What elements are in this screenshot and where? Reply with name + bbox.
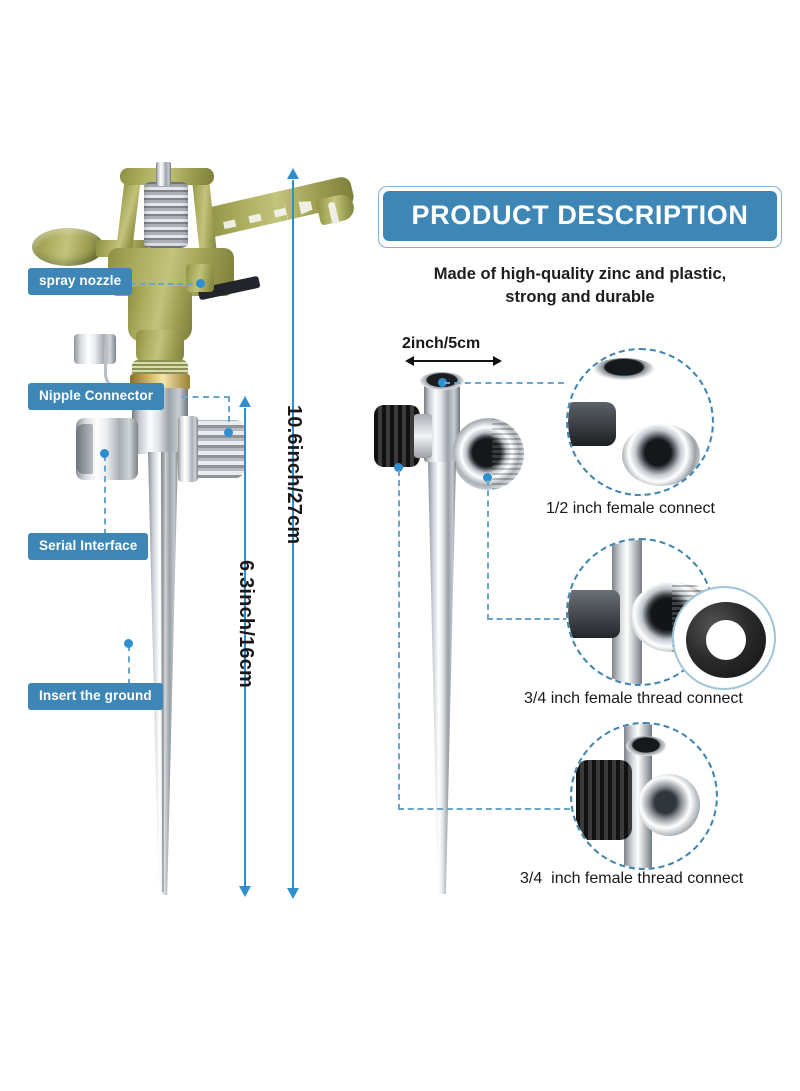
connector-spike bbox=[428, 462, 456, 894]
dimension-spike-height-text: 6.3inch/16cm bbox=[235, 560, 257, 689]
label-spray-nozzle: spray nozzle bbox=[28, 268, 133, 295]
leader-spray-nozzle bbox=[130, 283, 202, 285]
anchor-dot-serial bbox=[100, 449, 109, 458]
leader-insert-v bbox=[128, 645, 130, 685]
cap-chrome-collar bbox=[414, 414, 432, 458]
callout-1-photo bbox=[568, 350, 712, 494]
dimension-total-height-text: 10.6inch/27cm bbox=[283, 405, 305, 545]
leader-callout-2-h bbox=[487, 618, 569, 620]
label-nipple-connector: Nipple Connector bbox=[28, 383, 165, 410]
product-description-title: PRODUCT DESCRIPTION bbox=[383, 191, 777, 241]
deflector-paddle bbox=[32, 228, 104, 266]
subtitle-line-1: Made of high-quality zinc and plastic, bbox=[433, 265, 727, 283]
anchor-dot-knurled-cap bbox=[394, 463, 403, 472]
product-description-banner: PRODUCT DESCRIPTION bbox=[378, 186, 782, 248]
leader-callout-3-v bbox=[398, 470, 400, 810]
leader-callout-2-v bbox=[487, 480, 489, 620]
riser-spring-washer bbox=[132, 360, 188, 378]
callout-1-caption: 1/2 inch female connect bbox=[546, 500, 715, 517]
label-serial-interface: Serial Interface bbox=[28, 533, 149, 560]
side-port-right-collar bbox=[178, 416, 198, 482]
spike-center-rib bbox=[161, 452, 165, 892]
anchor-dot-top-opening bbox=[438, 378, 447, 387]
rubber-gasket-hole bbox=[706, 620, 746, 660]
anchor-dot-threaded-port bbox=[483, 473, 492, 482]
side-port-left-bore bbox=[76, 424, 93, 474]
anchor-dot-spray-nozzle bbox=[196, 279, 205, 288]
callout-3-circle bbox=[570, 722, 718, 870]
callout-3-photo bbox=[572, 724, 716, 868]
callout-1-circle bbox=[566, 348, 714, 496]
anchor-dot-insert bbox=[124, 639, 133, 648]
leader-callout-3-h bbox=[398, 808, 570, 810]
anchor-dot-nipple bbox=[224, 428, 233, 437]
leader-callout-1 bbox=[444, 382, 564, 384]
label-insert-the-ground: Insert the ground bbox=[28, 683, 163, 710]
width-measurement-text: 2inch/5cm bbox=[402, 335, 481, 352]
product-subtitle: Made of high-quality zinc and plastic, s… bbox=[378, 263, 782, 309]
callout-3-caption: 3/4 inch female thread connect bbox=[520, 870, 744, 887]
callout-2-gasket-circle bbox=[672, 586, 776, 690]
leader-nipple-v bbox=[228, 396, 230, 432]
leader-nipple-h bbox=[182, 396, 230, 398]
black-knurled-cap bbox=[374, 405, 420, 467]
impulse-spring bbox=[144, 182, 188, 248]
spring-post bbox=[156, 162, 171, 186]
leader-serial-v bbox=[104, 455, 106, 535]
subtitle-line-2: strong and durable bbox=[505, 287, 655, 306]
callout-2-caption: 3/4 inch female thread connect bbox=[524, 690, 743, 707]
